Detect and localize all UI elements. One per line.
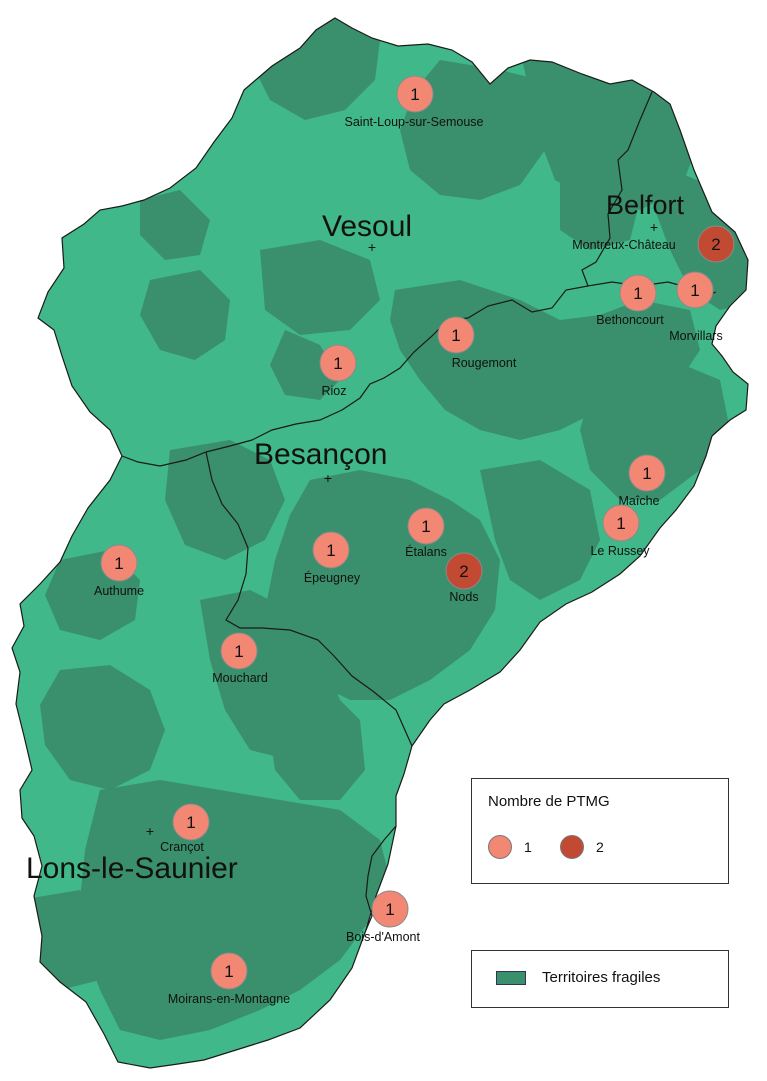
city-lons-plus: +: [146, 823, 154, 839]
ptmg-count: 1: [224, 962, 233, 981]
ptmg-marker-1: [220, 632, 258, 670]
ptmg-marker-1: [628, 454, 666, 492]
ptmg-site[interactable]: 1 Bethoncourt: [596, 274, 664, 327]
legend-swatch-fragile: [496, 970, 526, 985]
ptmg-site[interactable]: 2 Montreux-Château: [572, 225, 735, 263]
ptmg-site[interactable]: 1 Mouchard: [212, 632, 268, 685]
ptmg-count: 1: [234, 642, 243, 661]
region-border: [11, 17, 749, 1069]
ptmg-count: 1: [616, 514, 625, 533]
ptmg-site[interactable]: 1 Étalans: [405, 507, 447, 559]
ptmg-site-label: Nods: [449, 590, 478, 604]
ptmg-site[interactable]: 1 Saint-Loup-sur-Semouse: [345, 75, 484, 129]
ptmg-count: 1: [186, 813, 195, 832]
legend-fragile-label: Territoires fragiles: [542, 969, 661, 986]
ptmg-site-label: Morvillars: [669, 329, 722, 343]
ptmg-count: 1: [642, 464, 651, 483]
ptmg-site[interactable]: 1 Morvillars: [669, 271, 723, 343]
city-besancon-plus: +: [324, 470, 332, 486]
ptmg-count: 1: [633, 284, 642, 303]
ptmg-site-label: Mouchard: [212, 671, 268, 685]
legend-ptmg: Nombre de PTMG 1 2: [471, 778, 729, 884]
ptmg-marker-1: [371, 890, 409, 928]
ptmg-site-label: Rioz: [321, 384, 346, 398]
ptmg-site[interactable]: 1 Moirans-en-Montagne: [168, 952, 290, 1006]
city-belfort: + Belfort: [606, 190, 685, 235]
ptmg-count: 1: [690, 281, 699, 300]
ptmg-marker-1: [602, 504, 640, 542]
legend-item-fragile: Territoires fragiles: [496, 969, 660, 986]
ptmg-marker-1: [619, 274, 657, 312]
ptmg-site-label: Le Russey: [590, 544, 650, 558]
legend-item-2: 2: [560, 835, 604, 859]
ptmg-site-label: Saint-Loup-sur-Semouse: [345, 115, 484, 129]
legend-item-label: 1: [524, 839, 532, 855]
ptmg-site[interactable]: 1 Le Russey: [590, 504, 650, 558]
ptmg-count: 1: [410, 85, 419, 104]
ptmg-site-label: Étalans: [405, 544, 447, 559]
ptmg-site-label: Authume: [94, 584, 144, 598]
ptmg-site-label: Moirans-en-Montagne: [168, 992, 290, 1006]
city-vesoul-plus: +: [368, 239, 376, 255]
ptmg-count: 2: [711, 235, 720, 254]
legend-item-1: 1: [488, 835, 532, 859]
ptmg-markers: 1 Saint-Loup-sur-Semouse 2 Montreux-Chât…: [94, 75, 735, 1006]
city-vesoul-label: Vesoul: [322, 210, 412, 243]
legend-fragile: Territoires fragiles: [471, 950, 729, 1008]
ptmg-count: 2: [459, 562, 468, 581]
ptmg-site-label: Maîche: [619, 494, 660, 508]
city-besancon-label: Besançon: [254, 438, 387, 471]
ptmg-site[interactable]: 1 Rougemont: [437, 316, 517, 370]
ptmg-site-label: Bethoncourt: [596, 313, 664, 327]
ptmg-marker-1: [396, 75, 434, 113]
ptmg-site[interactable]: 1 Authume: [94, 544, 144, 598]
legend-swatch-2: [560, 835, 584, 859]
ptmg-marker-2: [445, 552, 483, 590]
ptmg-marker-1: [319, 344, 357, 382]
city-lons-le-saunier: + Lons-le-Saunier: [26, 823, 238, 885]
ptmg-marker-1: [210, 952, 248, 990]
ptmg-site[interactable]: 1 Maîche: [619, 454, 666, 508]
ptmg-site[interactable]: 1 Épeugney: [304, 531, 361, 585]
ptmg-marker-2: [697, 225, 735, 263]
ptmg-marker-1: [437, 316, 475, 354]
ptmg-site-label: Crançot: [160, 840, 204, 854]
ptmg-site-label: Épeugney: [304, 570, 361, 585]
legend-title: Nombre de PTMG: [488, 793, 610, 810]
legend-item-label: 2: [596, 839, 604, 855]
ptmg-count: 1: [333, 354, 342, 373]
ptmg-count: 1: [385, 900, 394, 919]
fragile-territories: [20, 18, 748, 1040]
ptmg-site[interactable]: 2 Nods: [445, 552, 483, 604]
city-vesoul: + Vesoul: [322, 210, 412, 255]
ptmg-site-label: Montreux-Château: [572, 238, 676, 252]
legend-swatch-1: [488, 835, 512, 859]
ptmg-count: 1: [114, 554, 123, 573]
ptmg-count: 1: [451, 326, 460, 345]
ptmg-marker-1: [100, 544, 138, 582]
city-belfort-label: Belfort: [606, 190, 685, 220]
ptmg-marker-1: [312, 531, 350, 569]
ptmg-count: 1: [326, 541, 335, 560]
ptmg-site-label: Bois-d'Amont: [346, 930, 420, 944]
city-lons-label: Lons-le-Saunier: [26, 852, 238, 885]
ptmg-site-label: Rougemont: [452, 356, 517, 370]
ptmg-marker-1: [407, 507, 445, 545]
city-belfort-plus: +: [650, 219, 658, 235]
city-besancon: + Besançon: [254, 438, 387, 486]
ptmg-site[interactable]: 1 Rioz: [319, 344, 357, 398]
ptmg-marker-1: [172, 803, 210, 841]
ptmg-site[interactable]: 1 Bois-d'Amont: [346, 890, 420, 944]
ptmg-marker-1: [676, 271, 714, 309]
ptmg-site[interactable]: 1 Crançot: [160, 803, 210, 854]
ptmg-count: 1: [421, 517, 430, 536]
